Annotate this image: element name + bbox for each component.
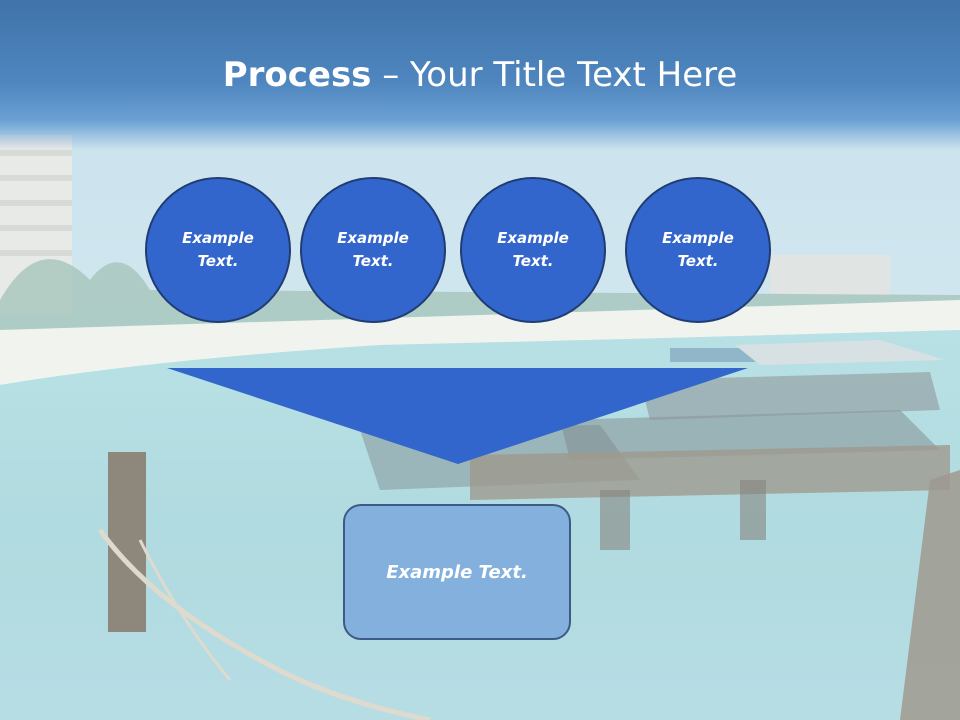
title-rest-part: – Your Title Text Here <box>371 55 738 95</box>
title-bold-part: Process <box>222 55 372 95</box>
step-label: Example Text. <box>497 229 569 270</box>
result-box[interactable]: Example Text. <box>343 504 571 640</box>
step-label: Example Text. <box>337 229 409 270</box>
step-circle-4[interactable]: Example Text. <box>625 177 771 323</box>
step-circle-2[interactable]: Example Text. <box>300 177 446 323</box>
step-circle-3[interactable]: Example Text. <box>460 177 606 323</box>
header-band <box>0 0 960 150</box>
step-circle-1[interactable]: Example Text. <box>145 177 291 323</box>
step-label: Example Text. <box>182 229 254 270</box>
result-label: Example Text. <box>386 561 528 583</box>
step-label: Example Text. <box>662 229 734 270</box>
slide-title: Process – Your Title Text Here <box>0 52 960 98</box>
